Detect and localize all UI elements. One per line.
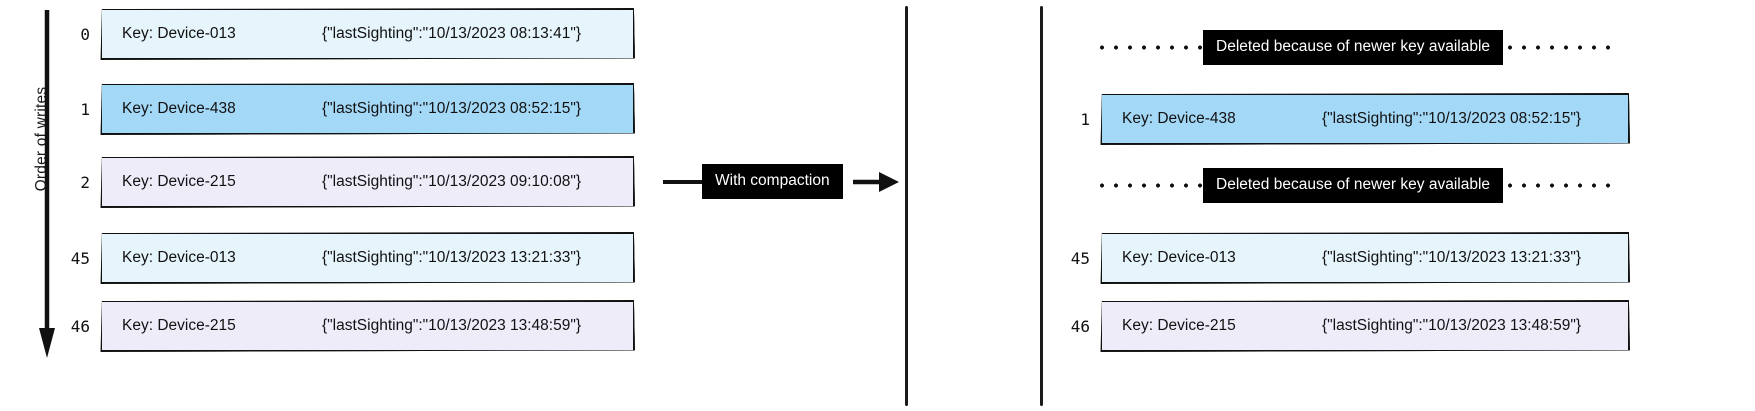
record-value: {"lastSighting":"10/13/2023 09:10:08"} <box>322 173 582 190</box>
right-arrow-icon <box>853 172 899 192</box>
record-box[interactable]: Key: Device-215 {"lastSighting":"10/13/2… <box>100 156 635 208</box>
record-value: {"lastSighting":"10/13/2023 13:48:59"} <box>322 317 582 334</box>
list-item[interactable]: 45 Key: Device-013 {"lastSighting":"10/1… <box>60 232 635 284</box>
list-item[interactable]: 2 Key: Device-215 {"lastSighting":"10/13… <box>60 156 635 208</box>
down-arrow-icon <box>39 10 55 358</box>
list-item[interactable]: 1 Key: Device-438 {"lastSighting":"10/13… <box>1060 93 1630 145</box>
dotted-leader-right <box>1503 44 1612 50</box>
record-box[interactable]: Key: Device-215 {"lastSighting":"10/13/2… <box>100 300 635 352</box>
record-key: Key: Device-438 <box>122 100 236 117</box>
list-item[interactable]: 0 Key: Device-013 {"lastSighting":"10/13… <box>60 8 635 60</box>
dotted-leader-left <box>1095 44 1203 50</box>
row-index: 1 <box>80 99 90 119</box>
deleted-note-label: Deleted because of newer key available <box>1203 168 1504 203</box>
record-value: {"lastSighting":"10/13/2023 08:52:15"} <box>1322 110 1582 127</box>
list-item[interactable]: 1 Key: Device-438 {"lastSighting":"10/13… <box>60 83 635 135</box>
record-box[interactable]: Key: Device-013 {"lastSighting":"10/13/2… <box>100 232 635 284</box>
record-box[interactable]: Key: Device-013 {"lastSighting":"10/13/2… <box>1100 232 1630 284</box>
record-value: {"lastSighting":"10/13/2023 13:21:33"} <box>1322 249 1582 266</box>
list-item[interactable]: 46 Key: Device-215 {"lastSighting":"10/1… <box>60 300 635 352</box>
list-item[interactable]: 46 Key: Device-215 {"lastSighting":"10/1… <box>1060 300 1630 352</box>
record-key: Key: Device-013 <box>122 249 236 266</box>
row-index: 45 <box>70 248 90 268</box>
record-key: Key: Device-438 <box>1122 110 1236 127</box>
deleted-note-row: Deleted because of newer key available <box>1095 168 1612 203</box>
record-key: Key: Device-215 <box>1122 317 1236 334</box>
record-box[interactable]: Key: Device-438 {"lastSighting":"10/13/2… <box>1100 93 1630 145</box>
row-index: 45 <box>1070 248 1090 268</box>
row-index: 46 <box>70 316 90 336</box>
deleted-note-label: Deleted because of newer key available <box>1203 30 1504 65</box>
record-key: Key: Device-013 <box>122 25 236 42</box>
record-value: {"lastSighting":"10/13/2023 13:21:33"} <box>322 249 582 266</box>
list-item[interactable]: 45 Key: Device-013 {"lastSighting":"10/1… <box>1060 232 1630 284</box>
row-index: 0 <box>80 24 90 44</box>
record-key: Key: Device-013 <box>1122 249 1236 266</box>
panel-divider-left <box>905 6 908 406</box>
record-box[interactable]: Key: Device-013 {"lastSighting":"10/13/2… <box>100 8 635 60</box>
transition-line <box>663 180 705 184</box>
dotted-leader-right <box>1503 182 1612 188</box>
record-value: {"lastSighting":"10/13/2023 08:52:15"} <box>322 100 582 117</box>
record-key: Key: Device-215 <box>122 317 236 334</box>
row-index: 1 <box>1080 109 1090 129</box>
row-index: 46 <box>1070 316 1090 336</box>
dotted-leader-left <box>1095 182 1203 188</box>
panel-divider-right <box>1040 6 1043 406</box>
record-box[interactable]: Key: Device-215 {"lastSighting":"10/13/2… <box>1100 300 1630 352</box>
row-index: 2 <box>80 172 90 192</box>
record-value: {"lastSighting":"10/13/2023 13:48:59"} <box>1322 317 1582 334</box>
record-key: Key: Device-215 <box>122 173 236 190</box>
record-value: {"lastSighting":"10/13/2023 08:13:41"} <box>322 25 582 42</box>
deleted-note-row: Deleted because of newer key available <box>1095 30 1612 65</box>
record-box[interactable]: Key: Device-438 {"lastSighting":"10/13/2… <box>100 83 635 135</box>
with-compaction-label: With compaction <box>702 164 843 199</box>
